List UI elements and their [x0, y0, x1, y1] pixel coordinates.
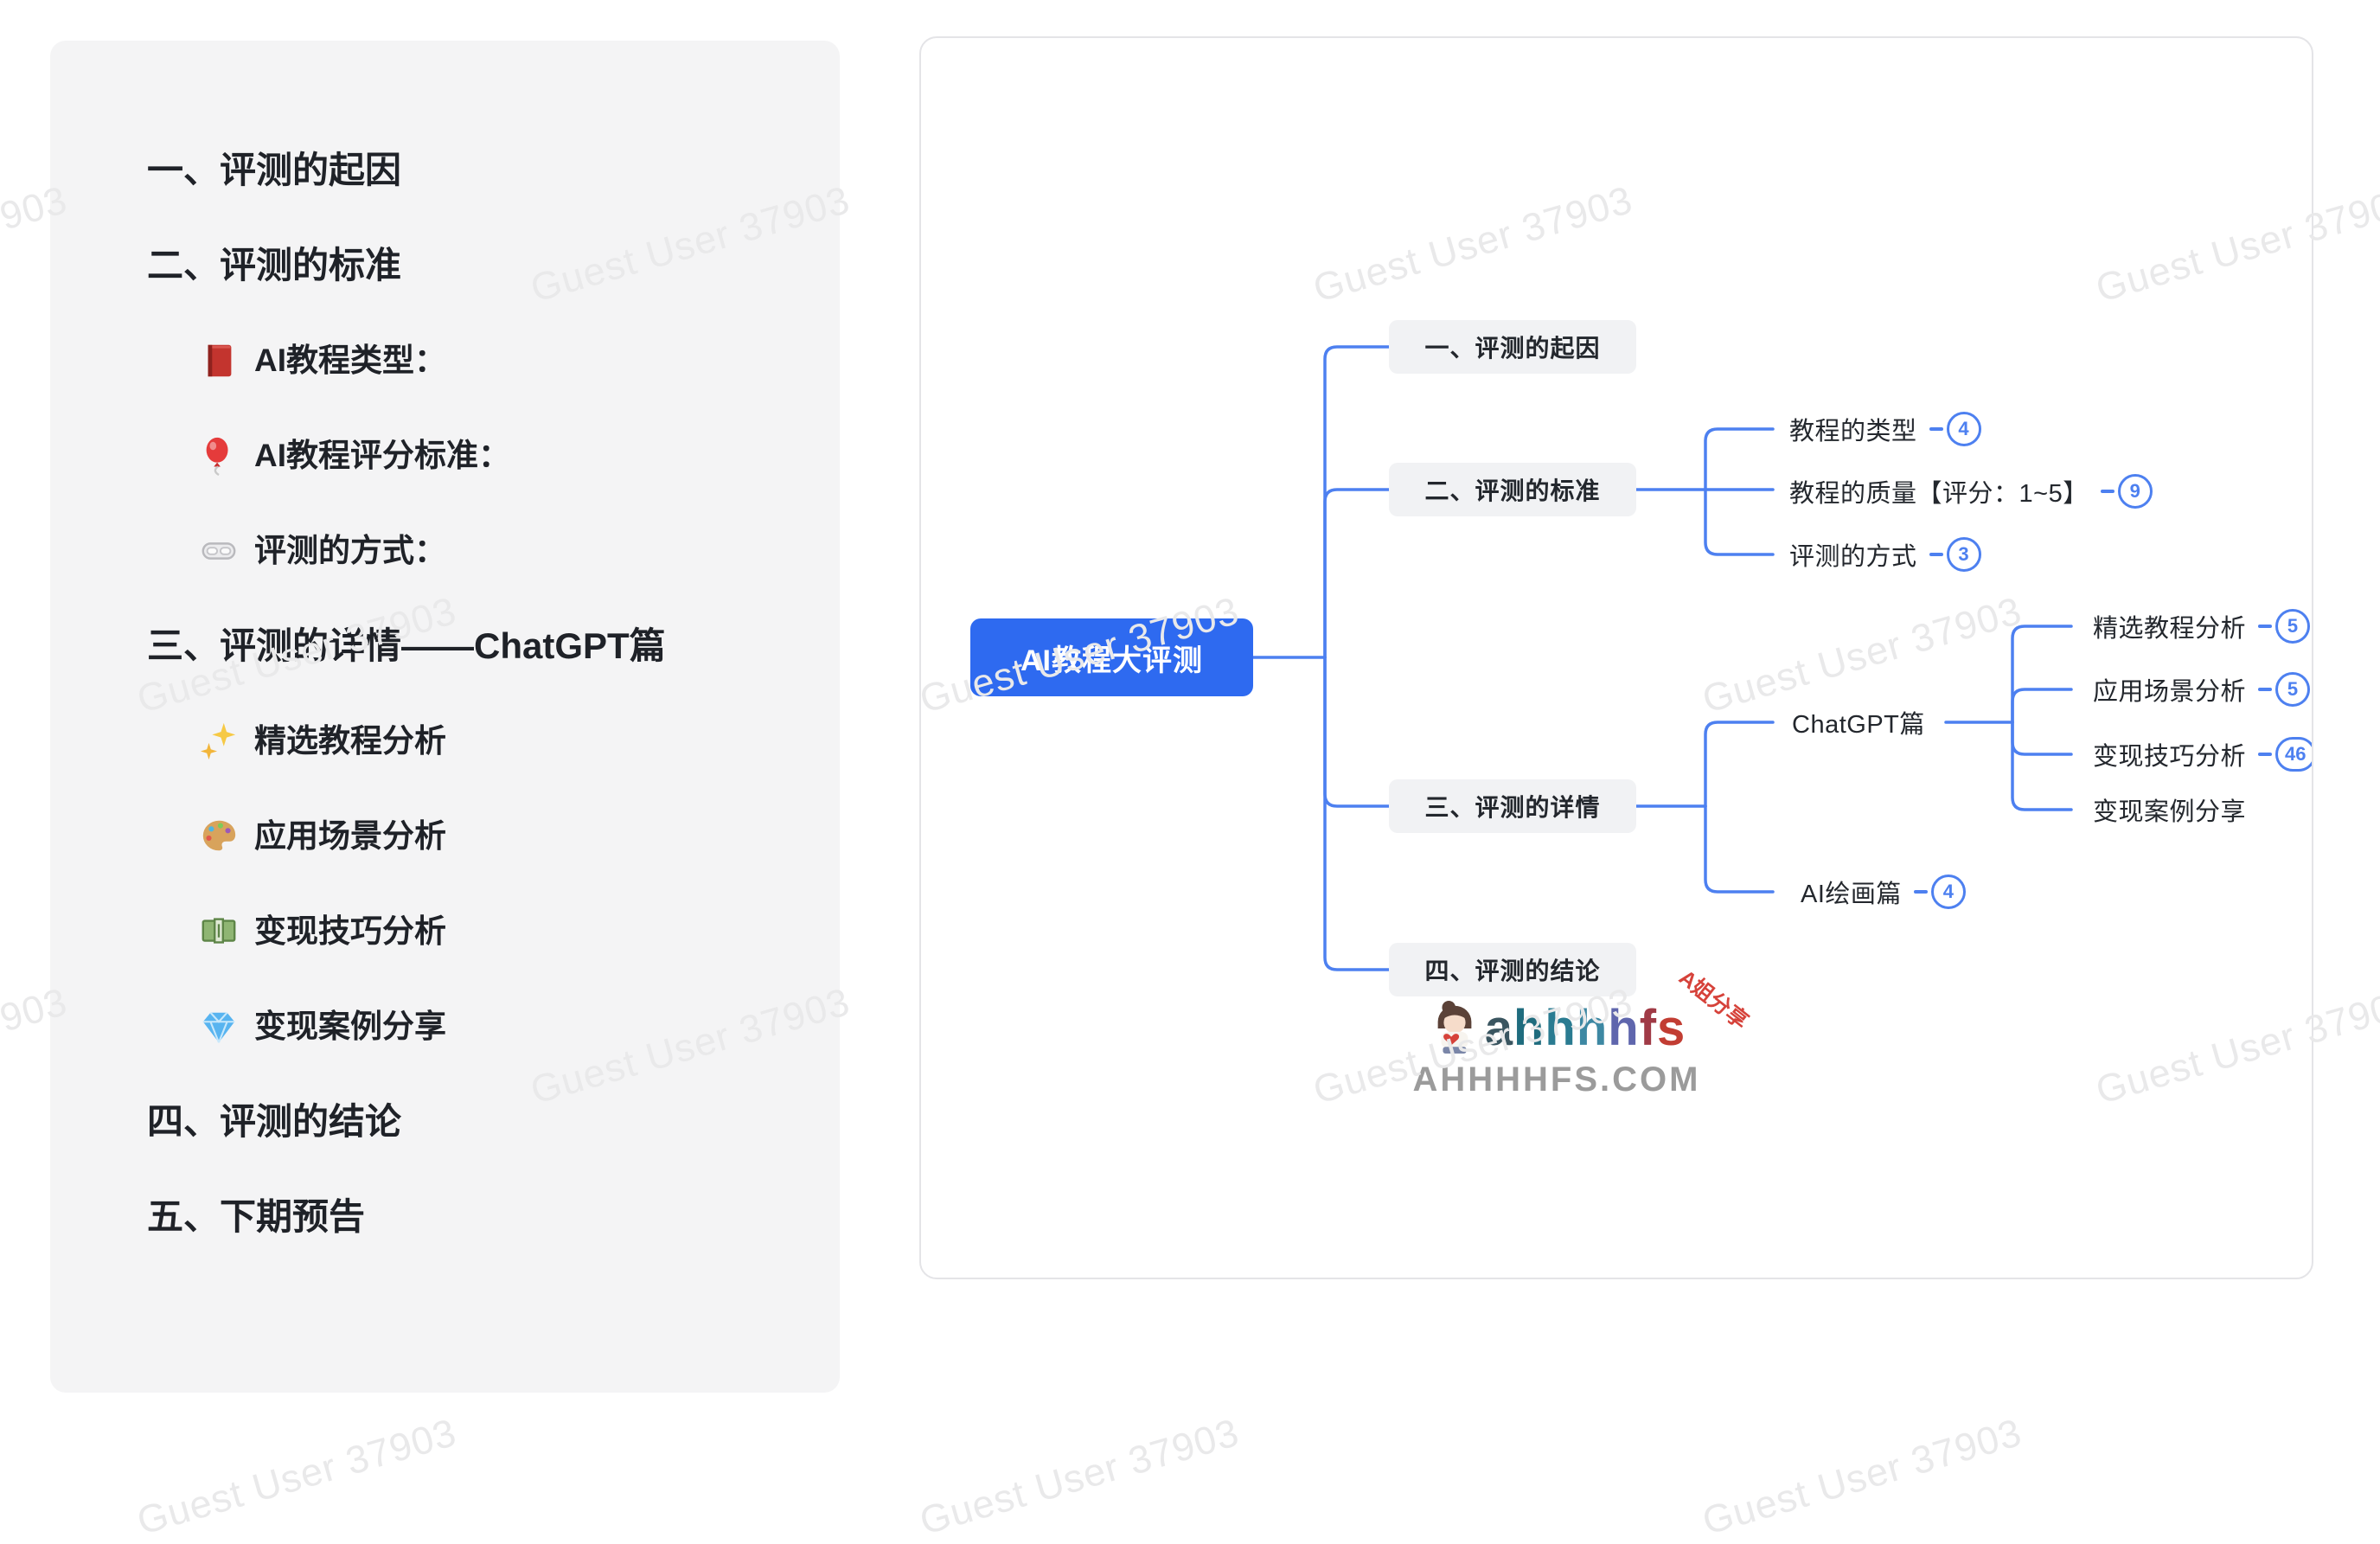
collapsed-count-badge[interactable]: 5 — [2275, 609, 2311, 644]
collapse-connector — [1913, 890, 1928, 894]
node-label: 应用场景分析 — [2093, 678, 2247, 706]
mindmap-branch-node[interactable]: 四、评测的结论 — [1389, 943, 1636, 996]
outline-item-label: 二、评测的标准 — [147, 245, 402, 285]
mindmap-leaf-node[interactable]: ChatGPT篇 — [1792, 703, 1925, 741]
mindmap-leaf-node[interactable]: 应用场景分析 5 — [2093, 670, 2311, 708]
mindmap-panel: AI教程大评测 一、评测的起因 二、评测的标准 三、评测的详情 四、评测的结论 … — [919, 36, 2313, 1279]
brand-wordmark: ahhhhfs — [1485, 1000, 1686, 1057]
site-logo: ahhhhfs A姐分享 AHHHHFS.COM — [1371, 965, 1753, 1099]
palette-icon — [199, 817, 239, 856]
collapse-connector — [1929, 427, 1943, 431]
brand-letter: h — [1513, 1000, 1545, 1056]
mindmap-leaf-node[interactable]: 教程的类型 4 — [1789, 410, 1981, 448]
collapsed-count-badge[interactable]: 4 — [1946, 412, 1981, 446]
outline-subtopic-item[interactable]: AI教程评分标准： — [199, 421, 805, 490]
outline-subtopic-item[interactable]: 变现技巧分析 — [199, 897, 805, 966]
outline-item-label: 三、评测的详情——ChatGPT篇 — [147, 625, 666, 666]
brand-letter: f — [1639, 1000, 1658, 1056]
collapse-connector — [1929, 553, 1943, 556]
outline-panel: 一、评测的起因二、评测的标准 AI教程类型： AI教程评分标准： 评测的方式： 三、评测… — [50, 41, 840, 1393]
mindmap-leaf-node[interactable]: 评测的方式 3 — [1789, 535, 1981, 573]
outline-topic-item[interactable]: 四、评测的结论 — [147, 1087, 805, 1156]
outline-item-label: AI教程评分标准： — [254, 438, 510, 473]
mindmap-leaf-node[interactable]: 变现案例分享 — [2093, 791, 2246, 829]
outline-item-label: 变现案例分享 — [254, 1009, 446, 1044]
mindmap-branch-node[interactable]: 三、评测的详情 — [1389, 779, 1636, 833]
outline-item-label: 一、评测的起因 — [147, 150, 402, 190]
collapsed-count-badge[interactable]: 9 — [2117, 474, 2153, 509]
outline-item-label: 应用场景分析 — [254, 818, 446, 854]
outline-subtopic-item[interactable]: 精选教程分析 — [199, 707, 805, 776]
outline-subtopic-item[interactable]: AI教程类型： — [199, 326, 805, 395]
outline-topic-item[interactable]: 一、评测的起因 — [147, 136, 805, 205]
collapsed-count-badge[interactable]: 3 — [1946, 537, 1981, 572]
node-label: 教程的类型 — [1789, 418, 1917, 445]
guest-watermark: Guest User 37903 — [1697, 1409, 2027, 1544]
mindmap-leaf-node[interactable]: 变现技巧分析 46 — [2093, 735, 2312, 773]
outline-item-label: 评测的方式： — [254, 533, 446, 568]
guest-watermark: Guest User 37903 — [131, 1409, 462, 1544]
brand-letter: h — [1608, 1000, 1640, 1056]
outline-topic-item[interactable]: 五、下期预告 — [147, 1182, 805, 1252]
girl-mascot-icon — [1428, 1000, 1481, 1057]
outline-subtopic-item[interactable]: 应用场景分析 — [199, 802, 805, 871]
balloon-icon — [199, 436, 239, 476]
book-icon — [199, 341, 239, 381]
collapsed-count-badge[interactable]: 46 — [2275, 737, 2312, 772]
brand-letter: s — [1657, 1000, 1686, 1056]
outline-list: 一、评测的起因二、评测的标准 AI教程类型： AI教程评分标准： 评测的方式： 三、评测… — [50, 41, 840, 1252]
outline-item-label: AI教程类型： — [254, 343, 446, 378]
node-label: ChatGPT篇 — [1792, 711, 1925, 739]
outline-topic-item[interactable]: 二、评测的标准 — [147, 231, 805, 300]
node-label: AI绘画篇 — [1801, 881, 1902, 908]
mindmap-leaf-node[interactable]: 精选教程分析 5 — [2093, 607, 2311, 645]
outline-item-label: 精选教程分析 — [254, 723, 446, 759]
collapsed-count-badge[interactable]: 4 — [1930, 875, 1966, 909]
collapse-connector — [2100, 490, 2114, 493]
outline-item-label: 五、下期预告 — [147, 1196, 366, 1237]
node-label: 教程的质量【评分：1~5】 — [1789, 480, 2089, 508]
node-label: 变现案例分享 — [2093, 798, 2247, 826]
node-label: 变现技巧分析 — [2093, 743, 2247, 771]
collapse-connector — [2258, 688, 2273, 691]
mindmap-canvas: AI教程大评测 一、评测的起因 二、评测的标准 三、评测的详情 四、评测的结论 … — [921, 38, 2312, 1278]
brand-letter: h — [1545, 1000, 1577, 1056]
brand-letter: a — [1484, 1000, 1513, 1056]
guest-watermark: Guest User 37903 — [914, 1409, 1244, 1544]
sparkles-icon — [199, 721, 239, 761]
outline-item-label: 变现技巧分析 — [254, 913, 446, 949]
mindmap-leaf-node[interactable]: 教程的质量【评分：1~5】 9 — [1789, 472, 2153, 510]
collapse-connector — [2258, 753, 2273, 756]
money-icon — [199, 912, 239, 951]
mindmap-leaf-node[interactable]: AI绘画篇 4 — [1801, 873, 1966, 911]
goggles-icon — [199, 531, 239, 571]
outline-item-label: 四、评测的结论 — [147, 1101, 402, 1142]
outline-subtopic-item[interactable]: 变现案例分享 — [199, 992, 805, 1061]
outline-subtopic-item[interactable]: 评测的方式： — [199, 516, 805, 586]
collapsed-count-badge[interactable]: 5 — [2275, 672, 2311, 707]
collapse-connector — [2258, 625, 2273, 628]
mindmap-branch-node[interactable]: 一、评测的起因 — [1389, 320, 1636, 374]
outline-topic-item[interactable]: 三、评测的详情——ChatGPT篇 — [147, 612, 805, 681]
node-label: 评测的方式 — [1789, 543, 1917, 571]
brand-domain-text: AHHHHFS.COM — [1412, 1060, 1701, 1099]
brand-letter: h — [1576, 1000, 1609, 1056]
mindmap-connectors — [1251, 345, 2073, 971]
mindmap-root-node[interactable]: AI教程大评测 — [970, 618, 1253, 696]
node-label: 精选教程分析 — [2093, 615, 2247, 643]
gem-icon — [199, 1007, 239, 1047]
mindmap-branch-node[interactable]: 二、评测的标准 — [1389, 463, 1636, 516]
